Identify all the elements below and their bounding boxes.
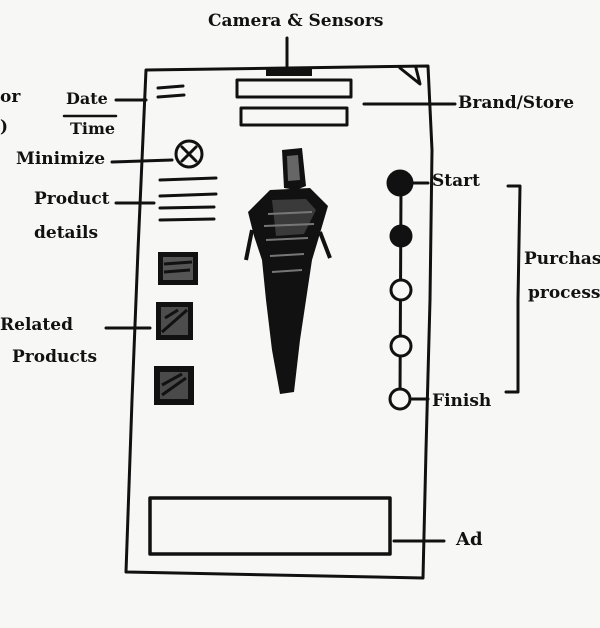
brand-bar-top	[235, 78, 353, 99]
related-products-label-line1: Related	[0, 315, 73, 335]
time-label: Time	[70, 119, 116, 138]
product-details-label-line1: Product	[34, 189, 110, 209]
purchase-step-1-completed	[386, 169, 414, 197]
related-product-thumb-2	[156, 302, 193, 340]
product-details-line-2	[158, 192, 218, 198]
brand-store-label: Brand/Store	[458, 93, 575, 113]
finish-label: Finish	[432, 391, 492, 411]
purchase-step-5-pending	[388, 387, 412, 411]
product-details-line-1	[158, 176, 218, 182]
ad-banner-box	[148, 496, 392, 556]
product-figure	[244, 148, 332, 394]
start-label: Start	[432, 171, 480, 191]
purchase-step-4-pending	[389, 334, 413, 358]
related-product-thumb-3	[154, 366, 194, 405]
product-details-line-4	[158, 217, 216, 222]
date-label: Date	[66, 89, 108, 108]
cropped-left-label-top: or	[0, 87, 21, 107]
camera-sensors-label: Camera & Sensors	[208, 11, 384, 31]
store-bar-bottom	[239, 106, 349, 127]
purchase-process-label-line2: process	[528, 283, 600, 303]
purchase-step-3-pending	[389, 278, 413, 302]
purchase-steps-group	[386, 169, 414, 411]
related-product-thumb-1	[158, 252, 198, 285]
purchase-step-2-completed	[389, 224, 413, 248]
minimize-icon	[174, 139, 204, 169]
phone-corner-mark	[398, 66, 422, 86]
minimize-label: Minimize	[16, 149, 106, 169]
product-details-label-line2: details	[34, 223, 99, 243]
related-products-label-line2: Products	[12, 347, 98, 367]
ad-label: Ad	[456, 529, 483, 550]
minimize-pointer-line	[110, 158, 174, 164]
date-line-1	[156, 84, 185, 90]
minimize-icon-x2	[180, 145, 198, 163]
purchase-process-label-line1: Purchase	[524, 249, 600, 269]
date-line-2	[156, 93, 186, 99]
product-details-line-3	[158, 205, 216, 210]
cropped-left-label-bottom: )	[0, 117, 9, 137]
phone-frame	[124, 64, 434, 580]
purchase-process-bracket	[504, 184, 522, 394]
camera-sensor-bar	[266, 67, 312, 76]
